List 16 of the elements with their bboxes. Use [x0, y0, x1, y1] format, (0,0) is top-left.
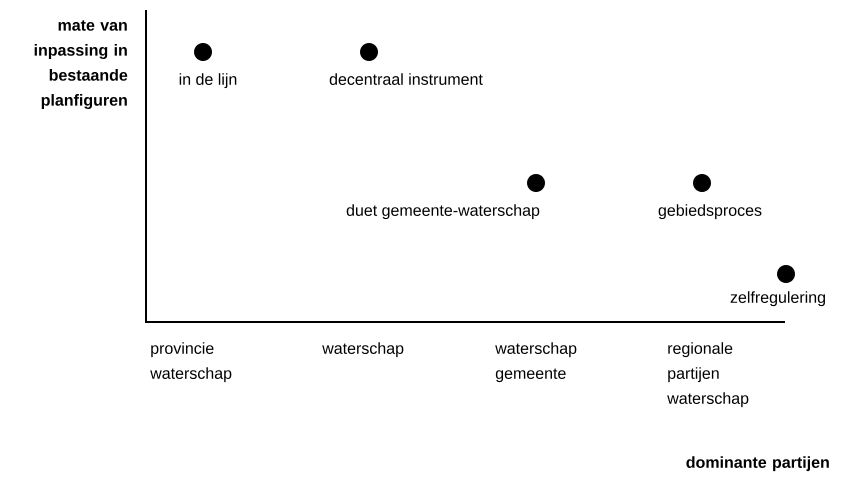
- dot: [777, 265, 795, 283]
- axis-category: waterschap gemeente: [495, 342, 576, 382]
- dot: [527, 174, 545, 192]
- point-label: duet gemeente-waterschap: [346, 204, 540, 220]
- dot: [360, 43, 378, 61]
- point-label: zelfregulering: [730, 291, 825, 306]
- axis-category: provincie waterschap: [150, 342, 232, 382]
- point-label: gebiedsproces: [658, 204, 762, 220]
- axis-title: dominante partijen: [686, 456, 829, 472]
- axis-category: waterschap: [322, 342, 404, 358]
- dot: [194, 43, 212, 61]
- axis-category: regionale partijen waterschap: [667, 342, 748, 408]
- point-label: in de lijn: [180, 73, 236, 88]
- dot: [693, 174, 711, 192]
- axis-title: mate van inpassing in bestaande planfiguren: [34, 20, 128, 110]
- point-label: decentraal instrument: [330, 73, 483, 85]
